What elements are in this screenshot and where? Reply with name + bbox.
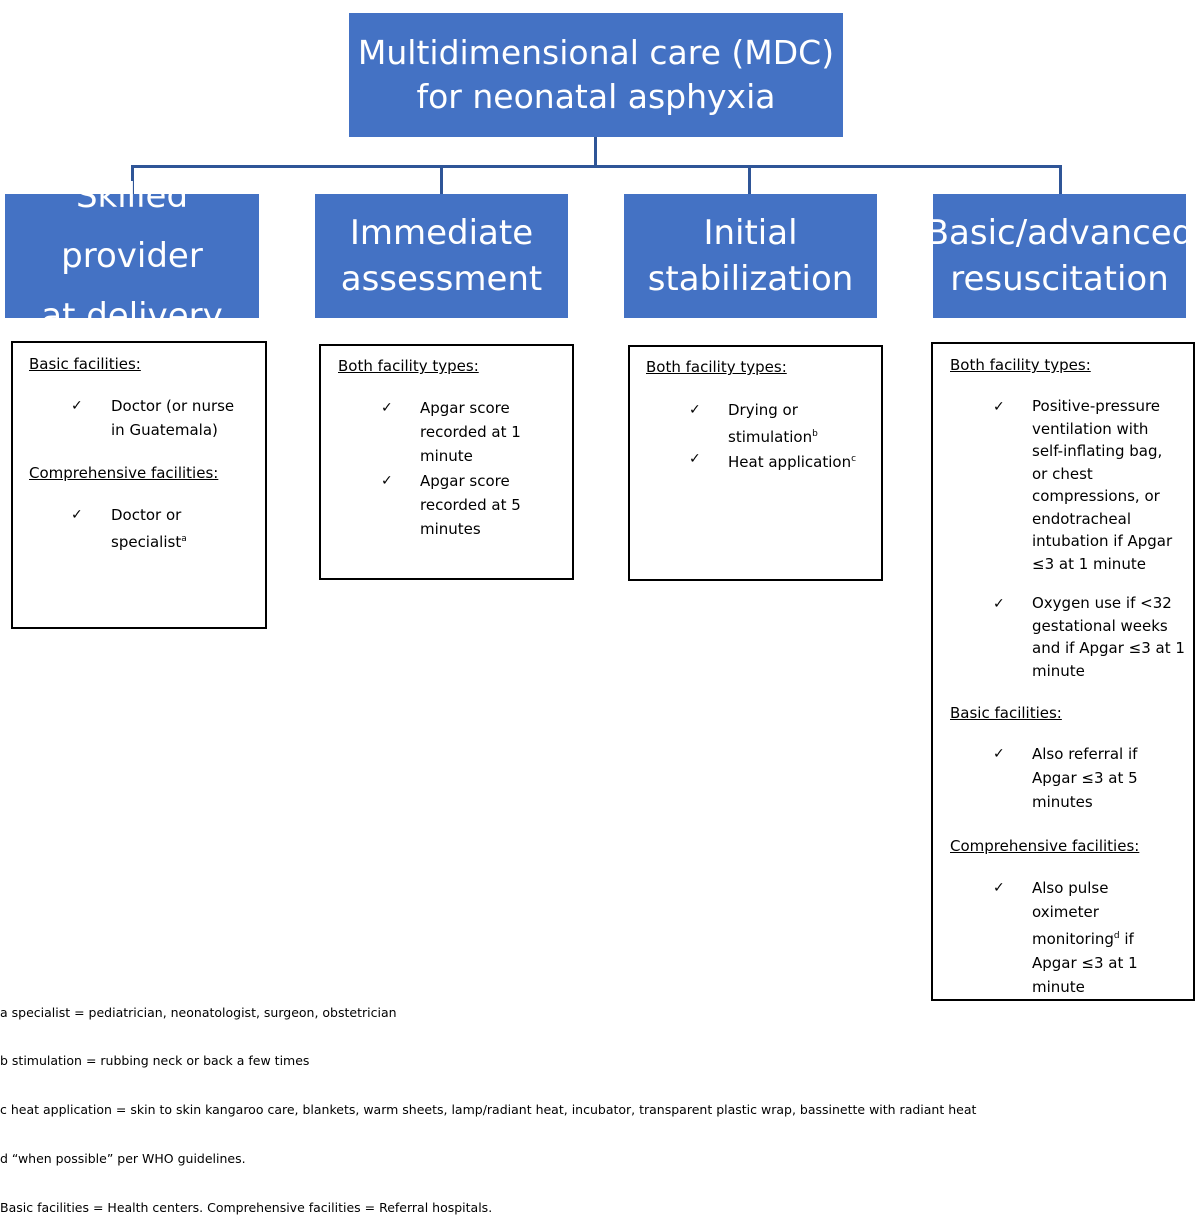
item-line: minutes <box>1032 793 1093 811</box>
item-line: Drying or <box>728 401 798 419</box>
item-line: Apgar score <box>420 399 510 417</box>
footnote-b: b stimulation = rubbing neck or back a f… <box>0 1053 310 1068</box>
item-line: and if Apgar ≤3 at 1 <box>1032 639 1185 657</box>
check-icon: ✓ <box>71 507 83 523</box>
item-line: Apgar ≤3 at 5 <box>1032 769 1138 787</box>
connector-drop-1 <box>131 165 134 194</box>
section-header: Both facility types: <box>646 358 787 376</box>
item-line: stimulation <box>728 428 813 446</box>
footnote-a: a specialist = pediatrician, neonatologi… <box>0 1005 397 1020</box>
category-title-line1: Basic/advanced <box>925 213 1194 253</box>
section-header: Comprehensive facilities: <box>29 464 219 482</box>
item-line: minutes <box>420 520 481 538</box>
item-line: Positive-pressure <box>1032 397 1161 415</box>
item-line: Apgar ≤3 at 1 <box>1032 954 1138 972</box>
item-line: Also pulse <box>1032 879 1109 897</box>
item-line: recorded at 1 <box>420 423 521 441</box>
item-line: Doctor or <box>111 506 182 524</box>
item-line: intubation if Apgar <box>1032 532 1173 550</box>
diagram-title-line1: Multidimensional care (MDC) <box>357 33 835 72</box>
check-icon: ✓ <box>993 880 1005 896</box>
list-item: Positive-pressure ventilation with self-… <box>1032 395 1172 575</box>
detail-box-immediate-assessment: Both facility types: ✓ Apgar score recor… <box>319 344 574 580</box>
item-line: Apgar score <box>420 472 510 490</box>
list-item: Also pulse oximeter monitoringd if Apgar… <box>1032 876 1138 999</box>
diagram-title-line2: for neonatal asphyxia <box>416 77 776 116</box>
list-item: Doctor (or nurse in Guatemala) <box>111 394 234 442</box>
list-item: Doctor or specialista <box>111 503 187 554</box>
item-line: monitoring <box>1032 930 1114 948</box>
list-item: Also referral if Apgar ≤3 at 5 minutes <box>1032 742 1138 814</box>
item-line: Oxygen use if <32 <box>1032 594 1172 612</box>
connector-drop-3 <box>748 165 751 194</box>
footnote-marker: a <box>181 534 187 544</box>
list-item: Drying or stimulationb <box>728 398 818 449</box>
check-icon: ✓ <box>993 399 1005 415</box>
item-line: recorded at 5 <box>420 496 521 514</box>
footnote-c: c heat application = skin to skin kangar… <box>0 1102 977 1117</box>
check-icon: ✓ <box>689 451 701 467</box>
section-header: Basic facilities: <box>29 355 141 373</box>
item-line: Also referral if <box>1032 745 1138 763</box>
item-line: minute <box>1032 978 1085 996</box>
item-line: ventilation with <box>1032 419 1149 438</box>
list-item: Apgar score recorded at 5 minutes <box>420 469 521 541</box>
detail-box-initial-stabilization: Both facility types: ✓ Drying or stimula… <box>628 345 883 581</box>
category-title-line2: at delivery <box>41 296 223 336</box>
section-header: Comprehensive facilities: <box>950 837 1140 855</box>
category-title-line1: Initial <box>703 213 798 253</box>
category-box-skilled-provider: Skilled provider at delivery <box>5 176 259 336</box>
check-icon: ✓ <box>993 596 1005 612</box>
diagram-title-box: Multidimensional care (MDC) for neonatal… <box>349 13 843 137</box>
item-line: Doctor (or nurse <box>111 397 235 415</box>
connector-drop-2 <box>440 165 443 194</box>
category-title-line2: assessment <box>340 259 543 299</box>
connector-drop-4 <box>1059 165 1062 194</box>
check-icon: ✓ <box>993 746 1005 762</box>
section-header: Both facility types: <box>950 356 1091 374</box>
category-title-line2: stabilization <box>647 259 854 299</box>
connector-trunk <box>594 137 597 166</box>
footnote-facilities: Basic facilities = Health centers. Compr… <box>0 1200 493 1215</box>
check-icon: ✓ <box>689 402 701 418</box>
check-icon: ✓ <box>71 398 83 414</box>
footnote-marker: c <box>851 454 857 464</box>
item-line: oximeter <box>1032 903 1099 921</box>
list-item: Apgar score recorded at 1 minute <box>420 396 521 468</box>
item-line: self-inflating bag, <box>1032 442 1163 460</box>
footnote-d: d “when possible” per WHO guidelines. <box>0 1151 246 1166</box>
item-line: in Guatemala) <box>111 421 218 439</box>
item-line: minute <box>420 447 473 465</box>
item-line: Heat application <box>728 453 852 471</box>
category-box-initial-stabilization: Initial stabilization <box>624 194 877 318</box>
item-line: gestational weeks <box>1032 616 1168 635</box>
section-header: Basic facilities: <box>950 704 1062 722</box>
item-line: specialist <box>111 533 182 551</box>
list-item: Heat applicationc <box>728 447 856 474</box>
footnote-marker: d <box>1113 931 1120 941</box>
category-title-line1: Skilled provider <box>61 176 203 276</box>
category-box-immediate-assessment: Immediate assessment <box>315 194 568 318</box>
item-line: compressions, or <box>1032 487 1160 505</box>
category-title-line2: resuscitation <box>950 259 1169 299</box>
detail-box-resuscitation: Both facility types: ✓ Positive-pressure… <box>931 342 1195 1001</box>
item-line: or chest <box>1032 464 1093 483</box>
category-box-resuscitation: Basic/advanced resuscitation <box>926 194 1193 318</box>
item-line: minute <box>1032 661 1085 680</box>
detail-box-skilled-provider: Basic facilities: ✓ Doctor (or nurse in … <box>11 341 267 629</box>
category-title-line1: Immediate <box>349 213 534 253</box>
item-line: ≤3 at 1 minute <box>1032 554 1146 573</box>
item-line: if <box>1124 930 1134 948</box>
item-line: endotracheal <box>1032 509 1132 528</box>
footnote-marker: b <box>812 429 818 439</box>
section-header: Both facility types: <box>338 357 479 375</box>
list-item: Oxygen use if <32 gestational weeks and … <box>1032 592 1185 682</box>
check-icon: ✓ <box>381 473 393 489</box>
check-icon: ✓ <box>381 400 393 416</box>
connector-horizontal <box>131 165 1062 168</box>
